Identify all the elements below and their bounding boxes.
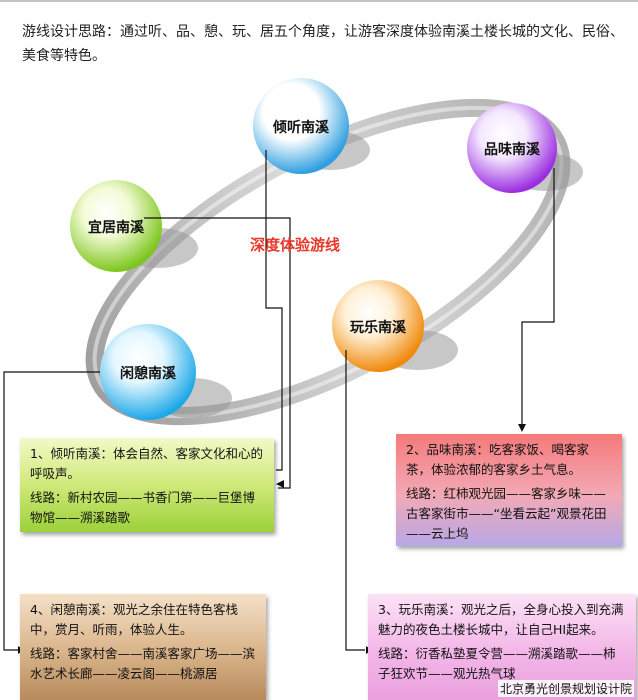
circle-listen — [253, 78, 349, 174]
box-rest-route: 线路：客家村舍——南溪客家广场——滨水艺术长廊——凌云阁——桃源居 — [30, 646, 256, 681]
box-listen-route: 线路：新村农园——书香门第——巨堡博物馆——溯溪踏歌 — [30, 490, 256, 525]
connector-rest — [3, 371, 100, 651]
connector-taste — [521, 168, 555, 430]
node-listen-label: 倾听南溪 — [273, 120, 329, 136]
arrowhead-box1 — [276, 480, 284, 488]
box-listen-desc: 1、倾听南溪：体会自然、客家文化和心的呼吸声。 — [30, 446, 263, 481]
box-play-desc: 3、玩乐南溪：观光之后，全身心投入到充满魅力的夜色土楼长城中，让自己HI起来。 — [378, 602, 624, 637]
box-listen: 1、倾听南溪：体会自然、客家文化和心的呼吸声。 线路：新村农园——书香门第——巨… — [20, 438, 274, 532]
box-taste: 2、品味南溪：吃客家饭、喝客家茶，体验浓郁的客家乡土气息。 线路：红柿观光园——… — [396, 434, 622, 546]
watermark: 北京勇光创景规划设计院 — [498, 680, 635, 697]
node-play-label: 玩乐南溪 — [350, 320, 406, 336]
node-taste-label: 品味南溪 — [484, 142, 540, 158]
circle-rest — [100, 324, 196, 420]
node-live-label: 宜居南溪 — [88, 220, 144, 236]
center-label: 深度体验游线 — [250, 236, 341, 254]
box-taste-desc: 2、品味南溪：吃客家饭、喝客家茶，体验浓郁的客家乡土气息。 — [406, 442, 589, 477]
circle-live — [70, 180, 162, 272]
connector-play — [345, 350, 365, 651]
connector-listen — [265, 150, 283, 471]
circle-taste — [467, 103, 557, 193]
node-rest-label: 闲憩南溪 — [120, 366, 176, 382]
box-rest-desc: 4、闲憩南溪：观光之余住在特色客栈中，赏月、听雨，体验人生。 — [30, 602, 238, 637]
arrowhead-box2 — [518, 424, 526, 432]
box-taste-route: 线路：红柿观光园——客家乡味——古客家街市——“坐看云起”观景花田——云上坞 — [406, 486, 607, 541]
circle-play — [332, 280, 424, 372]
box-rest: 4、闲憩南溪：观光之余住在特色客栈中，赏月、听雨，体验人生。 线路：客家村舍——… — [20, 594, 266, 700]
box-play-route: 线路：衍香私塾夏令营——溯溪踏歌——柿子狂欢节——观光热气球 — [378, 646, 616, 681]
intro-text: 游线设计思路：通过听、品、憩、玩、居五个角度，让游客深度体验南溪土楼长城的文化、… — [22, 24, 624, 64]
